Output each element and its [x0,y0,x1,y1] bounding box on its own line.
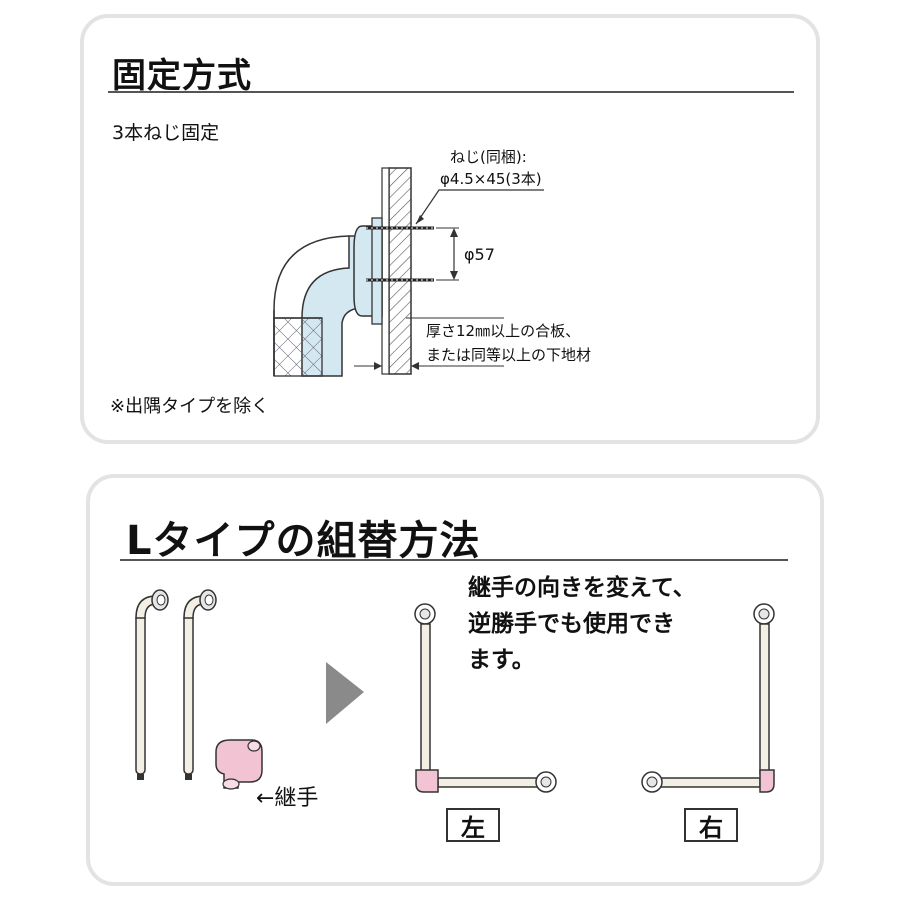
reassembly-caption: 継手の向きを変えて、 逆勝手でも使用でき ます。 [468,570,748,678]
screw-label-line-1: ねじ(同梱): [450,148,527,166]
ltype-reassembly-title: Lタイプの組替方法 [126,518,481,564]
ltype-left-diagram [414,603,557,793]
fixing-method-panel: 固定方式 3本ねじ固定 [80,14,820,444]
separate-bar-2 [183,589,217,780]
wall-surface-layer [381,167,390,375]
wall-board [388,167,412,375]
fixing-method-text: 3本ねじ固定 [112,122,220,144]
caption-line-2: 逆勝手でも使用でき [468,611,675,637]
left-hand-label: 左 [446,808,500,842]
pipe-grip [273,317,323,377]
ltype-reassembly-panel: Lタイプの組替方法 [86,474,824,886]
ltype-right-diagram [641,603,775,793]
separate-bar-1 [135,589,169,780]
right-hand-label: 右 [684,808,738,842]
caption-line-1: 継手の向きを変えて、 [468,575,696,601]
joint-label: ←継手 [256,786,319,811]
screws [366,226,434,282]
plywood-label-line-2: または同等以上の下地材 [426,346,591,364]
diameter-label: φ57 [464,245,495,264]
caption-line-3: ます。 [468,647,535,673]
wall-mount-diagram: ねじ(同梱): φ4.5×45(3本) φ57 厚さ12㎜以上の合板、 または同… [273,148,591,377]
ltype-diagram [135,589,775,793]
title-underline [108,91,794,93]
screw-label-line-2: φ4.5×45(3本) [440,170,542,188]
plywood-label-line-1: 厚さ12㎜以上の合板、 [426,322,580,340]
transform-arrow [326,662,364,724]
exclusion-note: ※出隅タイプを除く [110,396,270,417]
fixing-method-title: 固定方式 [112,56,252,96]
joint-piece [215,739,263,790]
title-underline [120,559,788,561]
